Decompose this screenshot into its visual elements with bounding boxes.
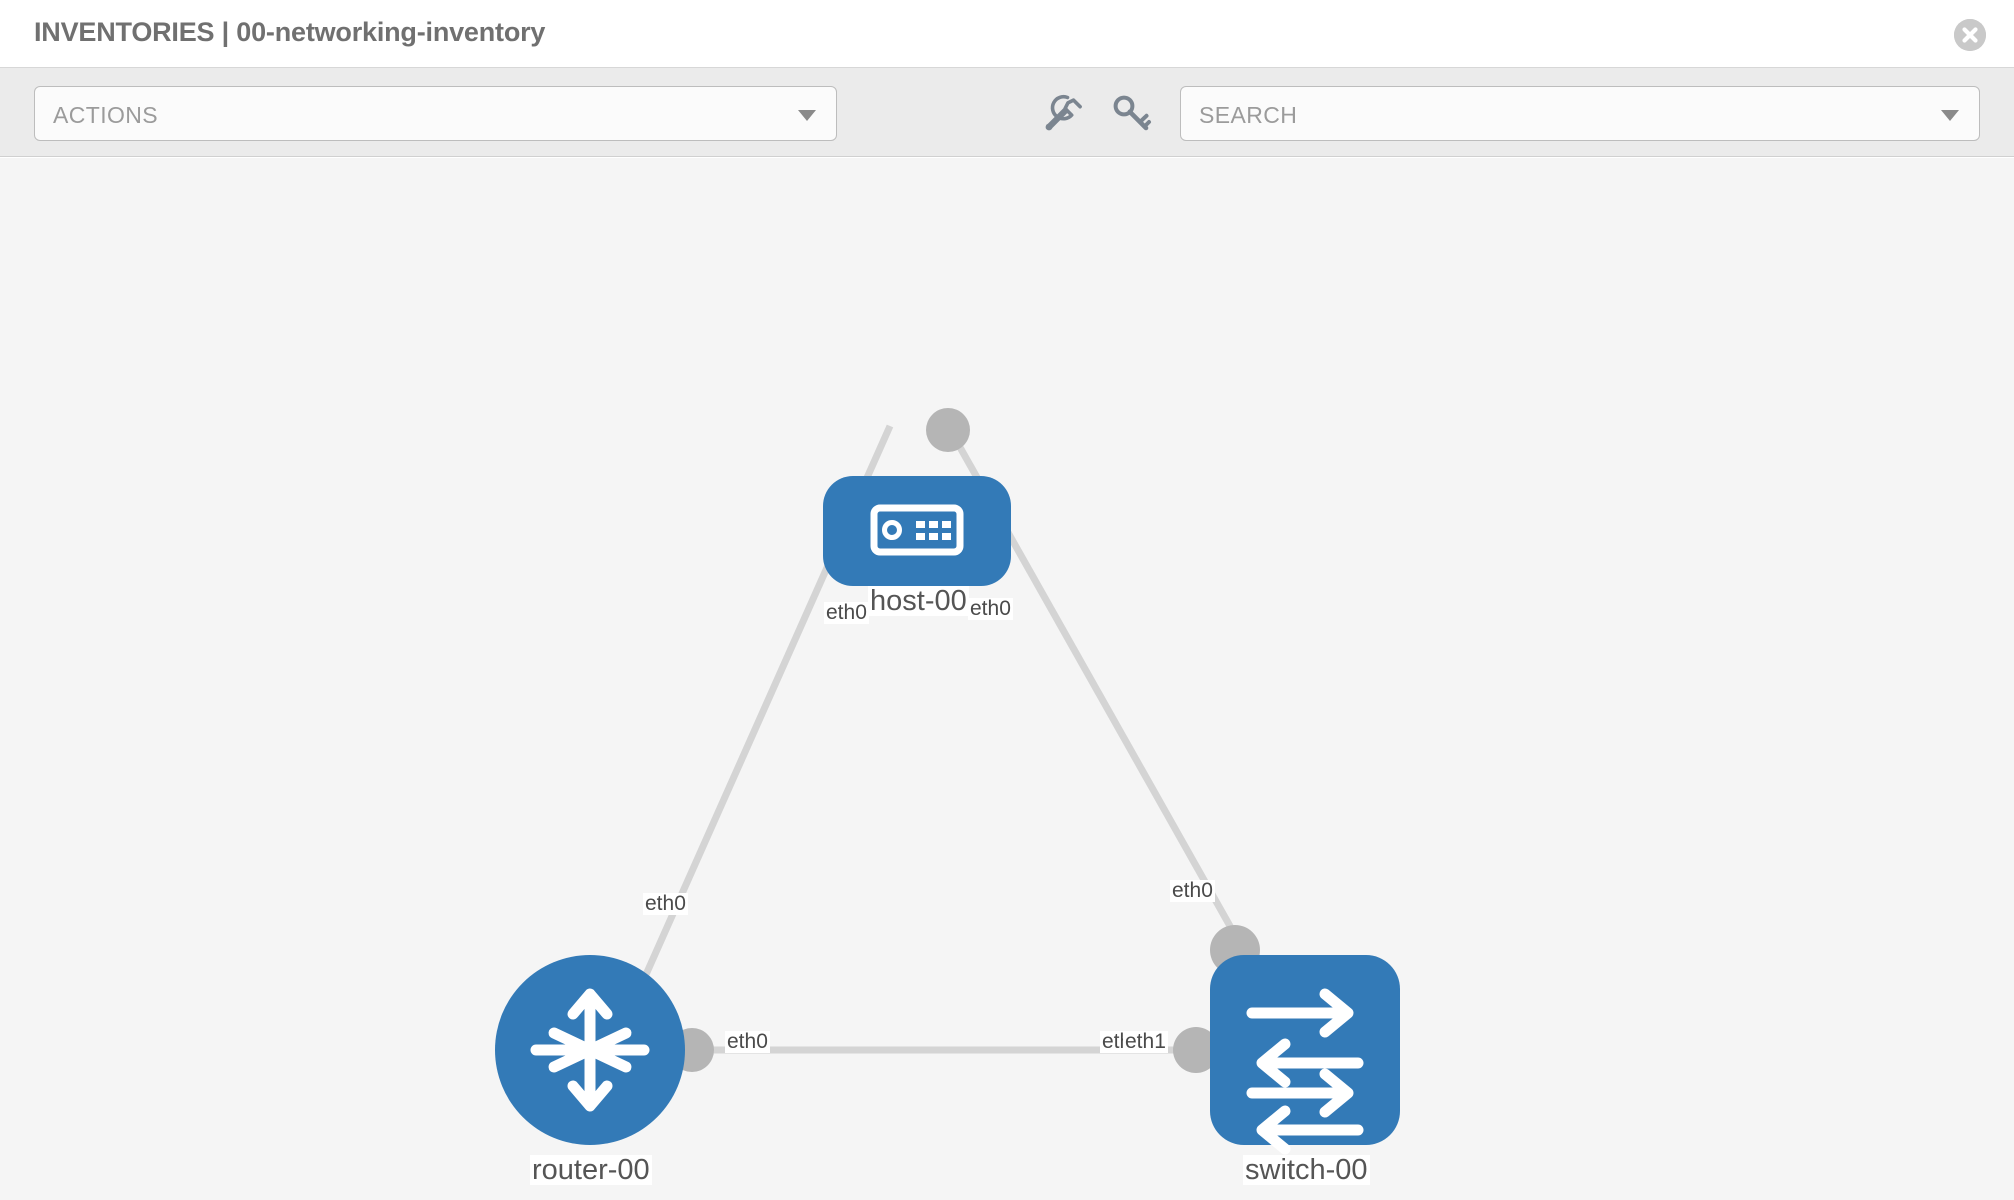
node-label-host-00: host-00	[868, 585, 969, 617]
topology-graph	[495, 408, 1400, 1155]
search-placeholder: SEARCH	[1199, 102, 1298, 128]
page-title: INVENTORIES | 00-networking-inventory	[34, 17, 546, 47]
key-icon[interactable]	[1108, 90, 1154, 136]
topology-canvas[interactable]: eth0 host-00 eth0 eth0 eth0 eth0 eth0 et…	[0, 158, 2014, 1200]
node-label-router-00: router-00	[530, 1154, 652, 1186]
actions-dropdown-label: ACTIONS	[53, 102, 159, 128]
edge-label-router00-eth0-right: eth0	[725, 1030, 770, 1054]
node-router-00	[495, 955, 685, 1145]
wrench-icon[interactable]	[1040, 90, 1086, 136]
router-arrows-icon	[530, 988, 650, 1112]
actions-dropdown[interactable]: ACTIONS	[34, 86, 837, 141]
edge-label-router00-eth0-up: eth0	[643, 892, 688, 916]
chevron-down-icon	[798, 110, 816, 121]
port-host00-bottom	[926, 408, 970, 452]
server-icon	[870, 504, 964, 556]
edge-label-host00-eth0-right: eth0	[968, 597, 1013, 621]
search-input[interactable]: SEARCH	[1180, 86, 1980, 141]
edge-label-switch00-eth1: eth1	[1123, 1030, 1168, 1054]
node-switch-00	[1210, 955, 1400, 1155]
edge-label-switch00-eth0-up: eth0	[1170, 879, 1215, 903]
edge-label-host00-eth0-left: eth0	[824, 601, 869, 625]
switch-arrows-icon	[1246, 988, 1364, 1155]
node-host-00	[823, 476, 1011, 586]
toolbar: ACTIONS SEARCH	[0, 68, 2014, 157]
chevron-down-icon[interactable]	[1941, 110, 1959, 121]
page-header: INVENTORIES | 00-networking-inventory	[0, 0, 2014, 68]
close-icon[interactable]	[1954, 19, 1986, 51]
port-switch00-left	[1173, 1027, 1219, 1073]
node-label-switch-00: switch-00	[1243, 1154, 1370, 1186]
